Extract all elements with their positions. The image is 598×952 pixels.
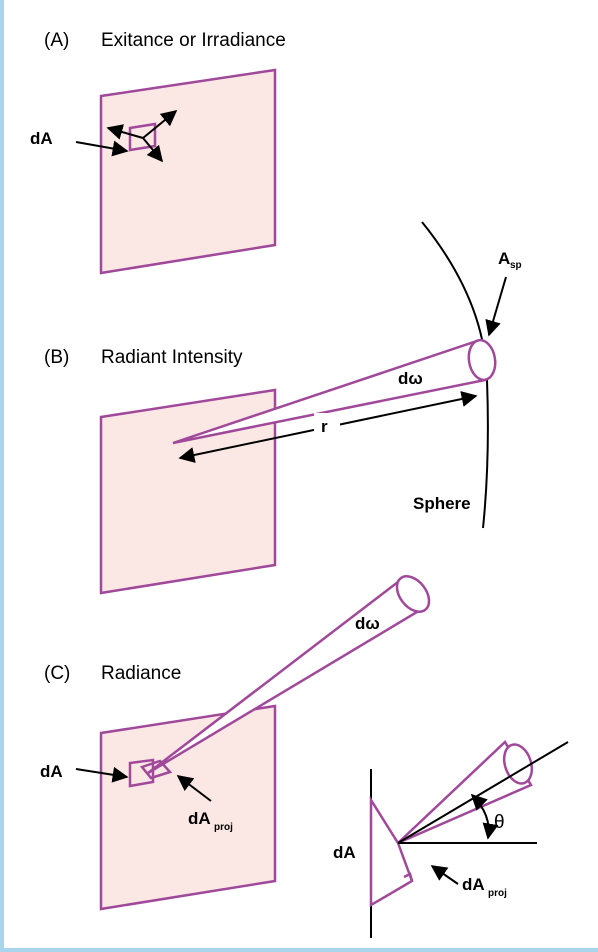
panel-c-projected-area [139,759,173,780]
panel-a-ray-left [106,124,144,140]
panel-c-title: Radiance [101,663,181,684]
inset-da-label: dA [333,843,356,862]
inset-proj-pointer [430,865,459,885]
sphere-area-subscript: sp [510,260,522,271]
radius-label: r [321,417,328,436]
panel-c-proj-subscript: proj [214,822,233,833]
panel-c-da-label: dA [40,762,63,781]
panel-c-proj-pointer [176,775,212,802]
inset-proj-subscript: proj [488,888,507,899]
panel-a: (A) Exitance or Irradiance dA [30,30,286,275]
panel-b-cone-cap [467,338,497,382]
radiance-inset: θ dA dA proj [333,740,569,938]
panel-b: (B) Radiant Intensity r dω Sphere A sp [44,221,522,595]
inset-right-angle [403,872,414,882]
panel-c-surface [99,704,277,911]
panel-a-surface [99,68,277,275]
panel-a-da-label: dA [30,129,53,148]
panel-c-domega-label: dω [355,614,380,633]
panel-c: (C) Radiance dA dA proj dω θ dA dA proj [40,575,569,938]
panel-a-ray-up [142,109,178,139]
sphere-area-pointer [485,276,507,337]
panel-c-cone-cap [395,575,431,613]
panel-c-area-element [128,758,155,788]
panel-b-title: Radiant Intensity [101,347,243,368]
inset-projected-triangle [369,795,414,908]
inset-normal-line [397,741,569,844]
panel-a-ray-down [142,137,164,163]
panel-c-marker: (C) [44,663,70,684]
panel-c-cone [147,580,430,775]
panel-b-domega-label: dω [398,369,423,388]
theta-arc [470,793,499,840]
theta-label: θ [494,812,505,833]
inset-proj-label: dA [462,875,485,894]
radius-label-bg [314,413,340,437]
sphere-label: Sphere [413,494,471,513]
panel-a-title: Exitance or Irradiance [101,30,286,51]
panel-a-da-pointer [75,140,129,157]
panel-a-marker: (A) [44,30,69,51]
panel-c-da-pointer [75,766,129,783]
panel-c-proj-label: dA [188,809,211,828]
panel-b-marker: (B) [44,347,69,368]
sphere-area-label: A [498,249,510,268]
inset-cone-cap [502,743,534,785]
